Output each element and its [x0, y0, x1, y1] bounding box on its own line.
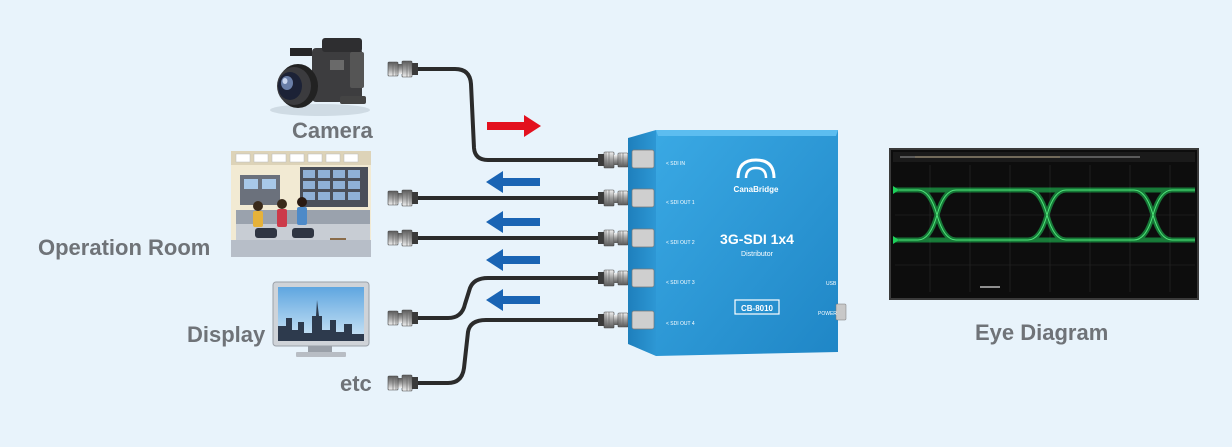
arrow-output-4 — [486, 289, 540, 311]
port-sdi-out-2: < SDI OUT 2 — [666, 240, 695, 246]
arrow-output-2 — [486, 211, 540, 233]
monitor-icon — [272, 281, 370, 357]
label-operation-room: Operation Room — [38, 235, 211, 260]
device-subtitle: Distributor — [741, 251, 774, 258]
distributor-device — [628, 130, 847, 356]
port-power: POWER — [818, 311, 837, 317]
operation-room-illustration — [231, 151, 371, 257]
arrow-output-3 — [486, 249, 540, 271]
label-camera: Camera — [292, 118, 373, 143]
label-eye-diagram: Eye Diagram — [975, 320, 1109, 345]
label-display: Display — [187, 322, 266, 347]
port-usb: USB — [826, 281, 837, 287]
video-camera-icon — [270, 38, 370, 116]
sdi-cables — [416, 67, 600, 385]
arrow-output-1 — [486, 171, 540, 193]
bnc-connectors-left — [387, 60, 419, 392]
port-sdi-out-3: < SDI OUT 3 — [666, 280, 695, 286]
port-sdi-in: < SDI IN — [666, 161, 685, 167]
port-sdi-out-1: < SDI OUT 1 — [666, 200, 695, 206]
bnc-connectors-right — [597, 151, 629, 329]
arrow-input — [487, 115, 541, 137]
port-sdi-out-4: < SDI OUT 4 — [666, 321, 695, 327]
arrows-output — [486, 171, 540, 311]
oscilloscope-eye-diagram — [889, 148, 1199, 300]
cable-sdi-out-4 — [416, 318, 600, 385]
device-product: 3G-SDI 1x4 — [720, 231, 794, 247]
cable-sdi-out-3 — [416, 276, 600, 320]
label-etc: etc — [340, 371, 372, 396]
device-model: CB-8010 — [741, 304, 774, 313]
device-labels: CanaBridge 3G-SDI 1x4 Distributor CB-801… — [666, 161, 837, 327]
cable-sdi-in — [416, 67, 600, 162]
device-brand: CanaBridge — [734, 185, 779, 194]
